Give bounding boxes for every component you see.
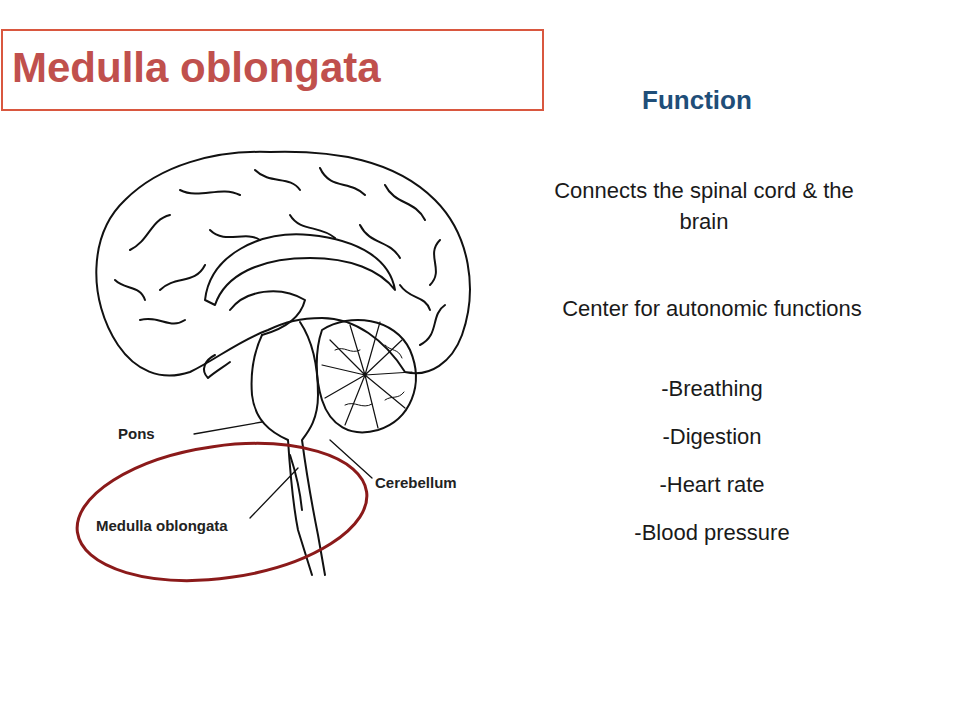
part-label: Cerebellum xyxy=(375,472,485,493)
function-text: Center for autonomic functions xyxy=(560,294,864,325)
slide-title: Medulla oblongata xyxy=(12,44,381,92)
section-heading: Function xyxy=(597,82,797,118)
function-item: -Heart rate xyxy=(612,470,812,501)
function-text: Connects the spinal cord & the brain xyxy=(534,176,874,238)
part-label: Medulla oblongata xyxy=(96,515,256,536)
function-item: -Breathing xyxy=(612,374,812,405)
part-label: Pons xyxy=(118,423,192,444)
function-item: -Digestion xyxy=(612,422,812,453)
function-item: -Blood pressure xyxy=(592,518,832,549)
